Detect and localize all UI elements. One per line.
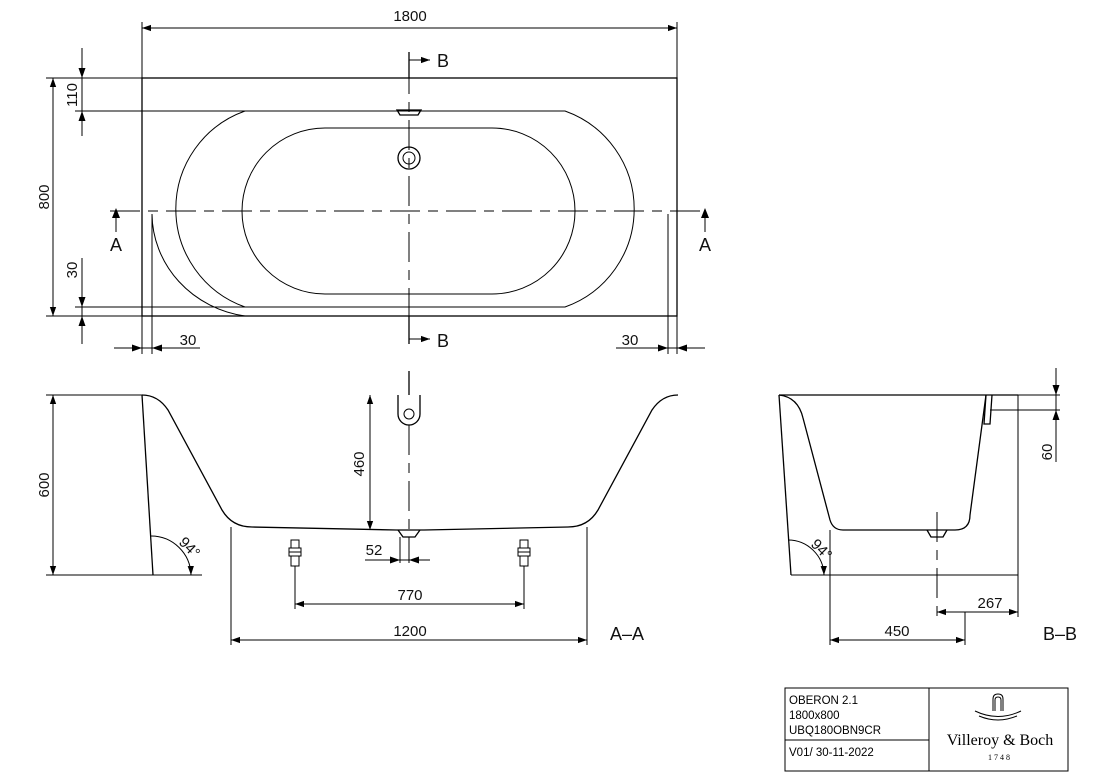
title-block-frame: [784, 687, 1069, 772]
dim-770: 770: [397, 587, 422, 604]
dim-30-left: 30: [180, 332, 197, 349]
dim-450: 450: [884, 623, 909, 640]
section-a-left-label: A: [110, 235, 122, 255]
dim-110: 110: [64, 83, 81, 107]
aa-end-wall: [141, 394, 154, 576]
bb-angle-arc: [787, 539, 827, 576]
dim-800: 800: [36, 184, 53, 209]
bb-basin: [778, 394, 987, 531]
bathtub-apron-curve: [151, 213, 246, 317]
dim-30-front: 30: [64, 262, 81, 279]
dim-1200: 1200: [393, 623, 426, 640]
section-bb: 60 94° 267 450 B–B: [778, 368, 1077, 645]
brand-name: Villeroy & Boch: [947, 732, 1054, 749]
dim-1800: 1800: [393, 8, 426, 25]
aa-foot-right: [517, 539, 531, 567]
brand-year: 1748: [988, 753, 1012, 762]
title-model: OBERON 2.1: [789, 695, 858, 707]
section-a-right-label: A: [699, 235, 711, 255]
section-aa: 600 94° 460 52: [36, 371, 679, 645]
aa-basin: [141, 394, 679, 531]
dim-30-right: 30: [622, 332, 639, 349]
brand-logo-icon: [974, 693, 1022, 721]
section-b-bottom-label: B: [437, 331, 449, 351]
title-block: OBERON 2.1 1800x800 UBQ180OBN9CR V01/ 30…: [784, 687, 1069, 772]
dim-460: 460: [351, 451, 368, 476]
title-size: 1800x800: [789, 710, 840, 722]
bb-end-wall: [778, 394, 792, 576]
overflow: [395, 109, 423, 116]
title-article: UBQ180OBN9CR: [789, 725, 881, 737]
aa-overflow-hole: [403, 408, 415, 420]
drain-inner: [402, 151, 416, 165]
aa-overflow: [397, 395, 421, 426]
aa-drain: [397, 529, 421, 538]
section-aa-label: A–A: [610, 624, 644, 644]
aa-angle: 94°: [175, 534, 203, 562]
aa-foot-left: [288, 539, 302, 567]
drain-outer: [397, 146, 421, 170]
title-version: V01/ 30-11-2022: [789, 747, 874, 759]
bathtub-basin: [241, 127, 576, 295]
aa-angle-arc: [150, 535, 194, 576]
top-view: 1800 800 110 30 30 30 B: [36, 8, 711, 354]
dim-60: 60: [1039, 444, 1056, 461]
dim-600: 600: [36, 472, 53, 497]
dim-267: 267: [977, 595, 1002, 612]
bathtub-rim-inner: [175, 110, 635, 308]
bb-angle: 94°: [807, 536, 835, 564]
dim-52: 52: [366, 542, 383, 559]
section-b-top-label: B: [437, 51, 449, 71]
section-bb-label: B–B: [1043, 624, 1077, 644]
